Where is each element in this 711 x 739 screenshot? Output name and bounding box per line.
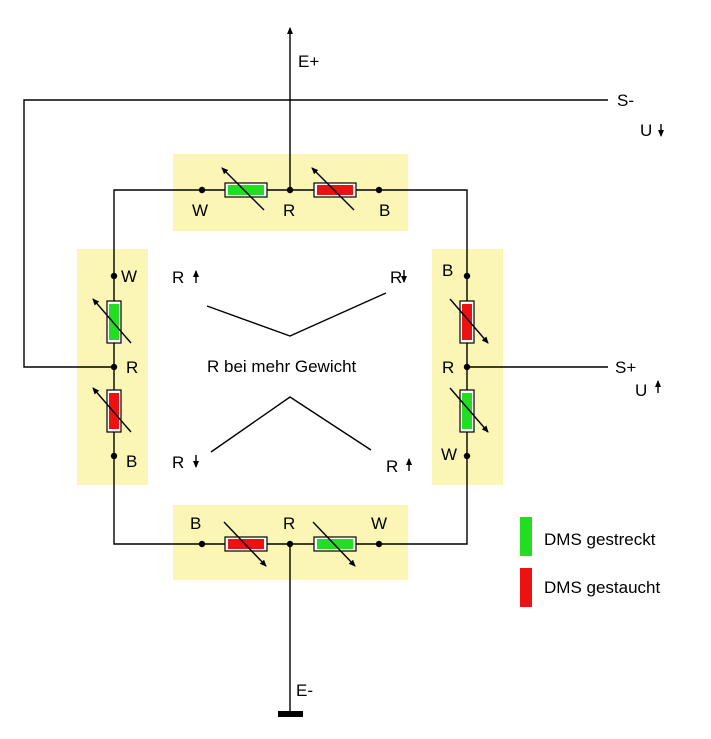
direction-arrows bbox=[193, 124, 664, 471]
strain-gauge-right-compressed bbox=[449, 298, 489, 344]
node-label-bottom-r: R bbox=[283, 514, 295, 533]
terminal-s-minus-label: S- bbox=[617, 91, 634, 110]
node-label-bottom-w: W bbox=[371, 514, 387, 533]
strain-gauge-bottom-compressed bbox=[223, 521, 268, 567]
center-caption: R bei mehr Gewicht bbox=[207, 357, 357, 376]
ground-bar bbox=[278, 711, 303, 717]
legend-swatch-stretched bbox=[520, 517, 532, 556]
strain-gauge-left-stretched bbox=[92, 298, 132, 344]
node-label-left-r: R bbox=[126, 358, 138, 377]
resistance-change-indicator-upper bbox=[206, 292, 387, 337]
voltage-label-top: U bbox=[640, 121, 652, 140]
node-label-top-r: R bbox=[283, 201, 295, 220]
node-label-bottom-b: B bbox=[190, 514, 201, 533]
strain-gauge-left-compressed bbox=[92, 387, 132, 433]
node-label-top-w: W bbox=[192, 201, 208, 220]
strain-gauge-bottom-stretched bbox=[312, 521, 357, 567]
arrow-label-top-right: R bbox=[390, 268, 402, 287]
terminal-e-minus-label: E- bbox=[296, 681, 313, 700]
arrow-label-bottom-right: R bbox=[386, 457, 398, 476]
voltage-label-bottom: U bbox=[635, 381, 647, 400]
arrow-label-bottom-left: R bbox=[172, 453, 184, 472]
terminal-s-plus-label: S+ bbox=[615, 358, 636, 377]
node-label-right-r: R bbox=[442, 358, 454, 377]
legend-label-stretched: DMS gestreckt bbox=[544, 530, 656, 549]
node-label-right-b: B bbox=[442, 261, 453, 280]
strain-gauge-top-compressed bbox=[311, 167, 357, 211]
node-label-left-w: W bbox=[121, 267, 137, 286]
resistance-change-indicator-lower bbox=[210, 396, 372, 453]
junction-dots bbox=[110, 186, 471, 548]
node-label-right-w: W bbox=[441, 445, 457, 464]
legend-label-compressed: DMS gestaucht bbox=[544, 578, 660, 597]
legend-swatch-compressed bbox=[520, 568, 532, 607]
node-label-top-b: B bbox=[379, 201, 390, 220]
strain-gauge-right-stretched bbox=[449, 387, 489, 433]
arrow-label-top-left: R bbox=[172, 268, 184, 287]
strain-gauge-top-stretched bbox=[221, 167, 268, 211]
node-label-left-b: B bbox=[126, 452, 137, 471]
terminal-e-plus-label: E+ bbox=[298, 52, 319, 71]
legend: DMS gestreckt DMS gestaucht bbox=[520, 517, 660, 607]
